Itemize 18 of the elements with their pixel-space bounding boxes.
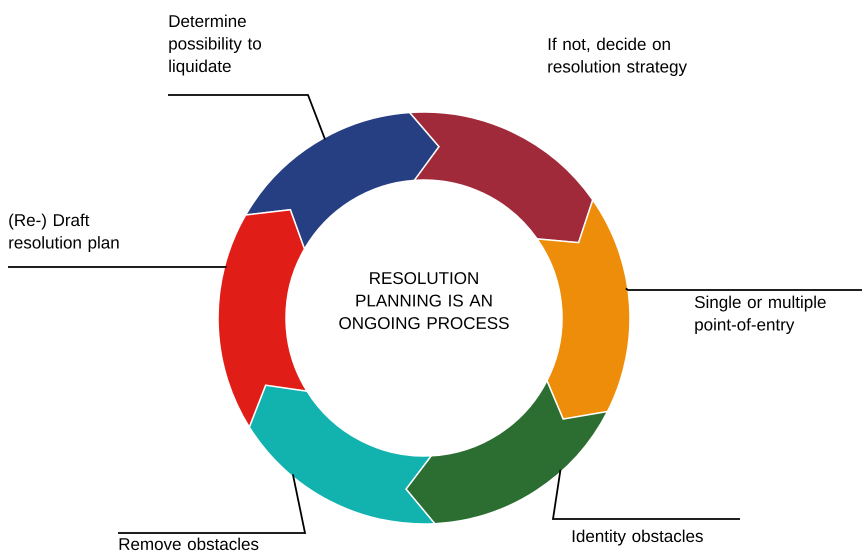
leader-line — [8, 266, 227, 268]
step-label: Remove obstacles — [120, 538, 258, 550]
step-label: (Re-) Draft resolution plan — [9, 214, 119, 252]
arrow-segment — [536, 199, 631, 420]
arrow-segment — [217, 209, 308, 428]
step-label: If not, decide on resolution strategy — [548, 38, 687, 76]
arrow-segment — [405, 380, 608, 524]
leader-line — [118, 474, 306, 534]
arrow-segment — [244, 112, 440, 250]
leader-line — [168, 94, 326, 140]
center-text: RESOLUTION PLANNING IS AN ONGOING PROCESS — [339, 272, 509, 330]
step-label: Determine possibility to liquidate — [169, 14, 261, 76]
leader-line — [625, 288, 862, 291]
step-label: Single or multiple point-of-entry — [694, 296, 826, 334]
step-label: Identity obstacles — [572, 530, 703, 546]
arrow-segment — [408, 111, 594, 244]
leader-line — [552, 469, 740, 520]
arrow-segment — [248, 384, 436, 525]
